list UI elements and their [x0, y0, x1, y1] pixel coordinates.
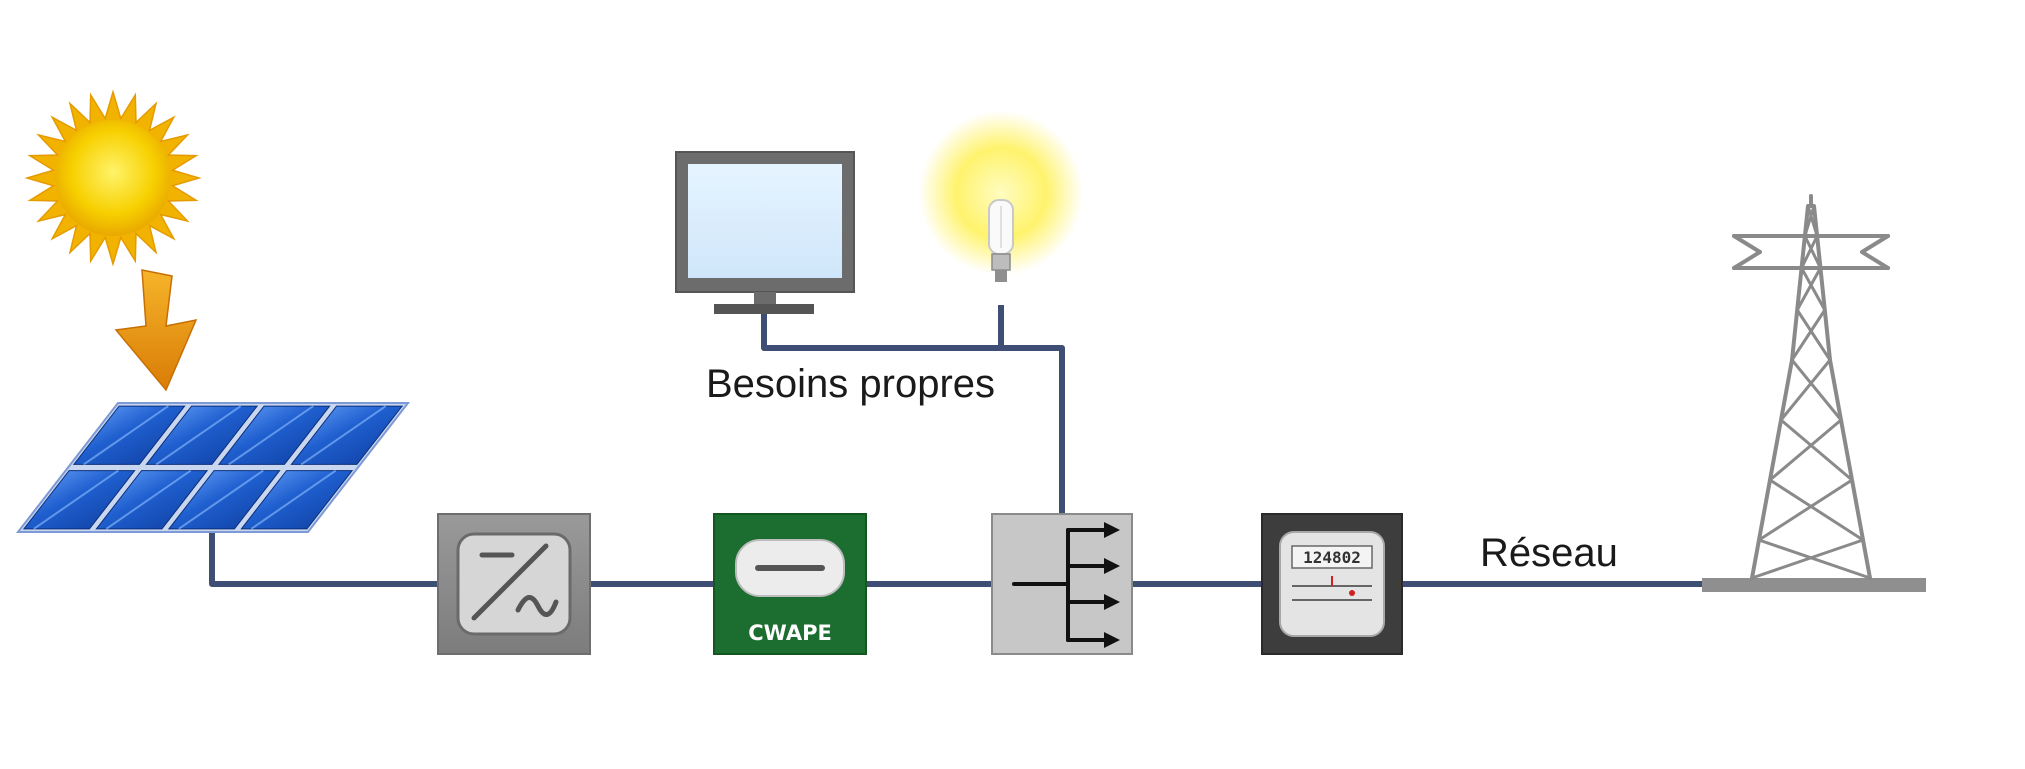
solar-panel-icon [15, 402, 411, 533]
pylon-brace [1779, 358, 1832, 422]
pylon-brace [1750, 538, 1865, 580]
wire-distribution-to-own-needs [761, 307, 1065, 517]
pylon-brace [1800, 266, 1827, 312]
solar-cell [290, 405, 404, 465]
meter-reading: 124802 [1303, 548, 1361, 567]
solar-cell [22, 470, 136, 530]
solar-cell [95, 470, 209, 530]
solar-cell-highlight [300, 405, 387, 466]
solar-cell [72, 405, 186, 465]
green-certificate-meter-icon: CWAPE [713, 513, 867, 655]
sun-icon [24, 89, 202, 267]
cwape-label: CWAPE [748, 621, 832, 645]
pylon-brace [1806, 204, 1819, 238]
pylon-brace [1757, 538, 1872, 580]
solar-cell-highlight [228, 405, 314, 466]
solar-cell-highlight [155, 405, 242, 466]
pylon-brace [1779, 418, 1854, 482]
pylon-brace [1757, 478, 1854, 542]
arrow-down-icon [114, 269, 198, 392]
pylon-brace [1803, 204, 1816, 238]
wire-panel-to-inverter [209, 527, 441, 587]
electricity-meter-icon: 124802 [1261, 513, 1403, 655]
own-needs-label: Besoins propres [706, 362, 995, 406]
inverter-icon [437, 513, 591, 655]
solar-cell-highlight [105, 469, 192, 530]
pylon-brace [1790, 358, 1843, 422]
solar-cell-highlight [250, 469, 337, 530]
solar-cell [240, 470, 354, 530]
solar-cell-highlight [33, 469, 119, 530]
distribution-board-icon [991, 513, 1133, 655]
light-bulb-icon [919, 111, 1083, 282]
solar-cell [217, 405, 331, 465]
grid-label: Réseau [1480, 531, 1618, 575]
solar-cell-highlight [83, 405, 169, 466]
pylon-brace [1790, 308, 1827, 362]
pylon-brace [1768, 418, 1843, 482]
pylon-brace [1768, 478, 1865, 542]
pylon-brace [1803, 234, 1822, 270]
pylon-brace [1795, 308, 1832, 362]
solar-cell-highlight [178, 469, 264, 530]
solar-cell [145, 405, 259, 465]
pylon-brace [1800, 234, 1819, 270]
solar-cell [167, 470, 281, 530]
wires [209, 305, 1703, 587]
monitor-icon [675, 151, 855, 314]
power-pylon-icon [1702, 194, 1926, 592]
pylon-brace [1795, 266, 1822, 312]
